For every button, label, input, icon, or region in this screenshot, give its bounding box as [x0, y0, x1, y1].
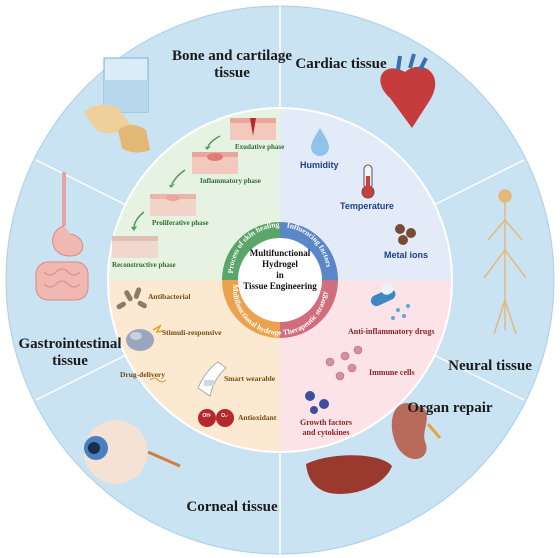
label-neural: Neural tissue [438, 358, 542, 375]
label-o2-radical: O₂· [217, 413, 233, 419]
label-immune-cells: Immune cells [369, 368, 415, 378]
skin-layer-reconstructive [112, 236, 158, 258]
label-corneal: Corneal tissue [172, 499, 292, 516]
center-title-line1: Multifunctional [230, 248, 330, 259]
label-gastrointestinal: Gastrointestinal tissue [8, 336, 132, 370]
thermometer-icon [362, 165, 374, 198]
label-organ-repair: Organ repair [400, 400, 500, 417]
center-title-line2: Hydrogel [230, 259, 330, 270]
label-growth-factors-line2: and cytokines [288, 428, 364, 438]
skin-layer-inflammatory [192, 152, 238, 174]
label-gastro-line1: Gastrointestinal [8, 336, 132, 353]
center-title-line4: Tissue Engineering [230, 281, 330, 292]
label-cardiac: Cardiac tissue [286, 56, 396, 73]
label-inflammatory-phase: Inflammatory phase [200, 177, 261, 185]
label-stimuli-responsive: Stimuli-responsive [162, 328, 221, 337]
center-title: Multifunctional Hydrogel in Tissue Engin… [230, 248, 330, 292]
label-gastro-line2: tissue [8, 353, 132, 370]
label-anti-inflammatory: Anti-inflammatory drugs [348, 327, 434, 337]
skin-layer-exudative [230, 118, 276, 140]
label-antioxidant: Antioxidant [238, 413, 276, 422]
label-reconstructive-phase: Reconstructive phase [112, 261, 176, 269]
label-growth-factors-line1: Growth factors [288, 418, 364, 428]
label-metal-ions: Metal ions [384, 250, 428, 260]
label-smart-wearable: Smart wearable [224, 374, 275, 383]
label-exudative-phase: Exudative phase [235, 143, 284, 151]
skin-layer-proliferative [150, 194, 196, 216]
label-drug-delivery: Drug-delivery [120, 370, 165, 379]
label-growth-factors: Growth factors and cytokines [288, 418, 364, 438]
label-humidity: Humidity [300, 160, 339, 170]
label-oh-radical: OH· [199, 413, 215, 419]
label-antibacterial: Antibacterial [148, 292, 191, 301]
center-title-line3: in [230, 270, 330, 281]
label-temperature: Temperature [340, 201, 394, 211]
label-proliferative-phase: Proliferative phase [152, 219, 208, 227]
